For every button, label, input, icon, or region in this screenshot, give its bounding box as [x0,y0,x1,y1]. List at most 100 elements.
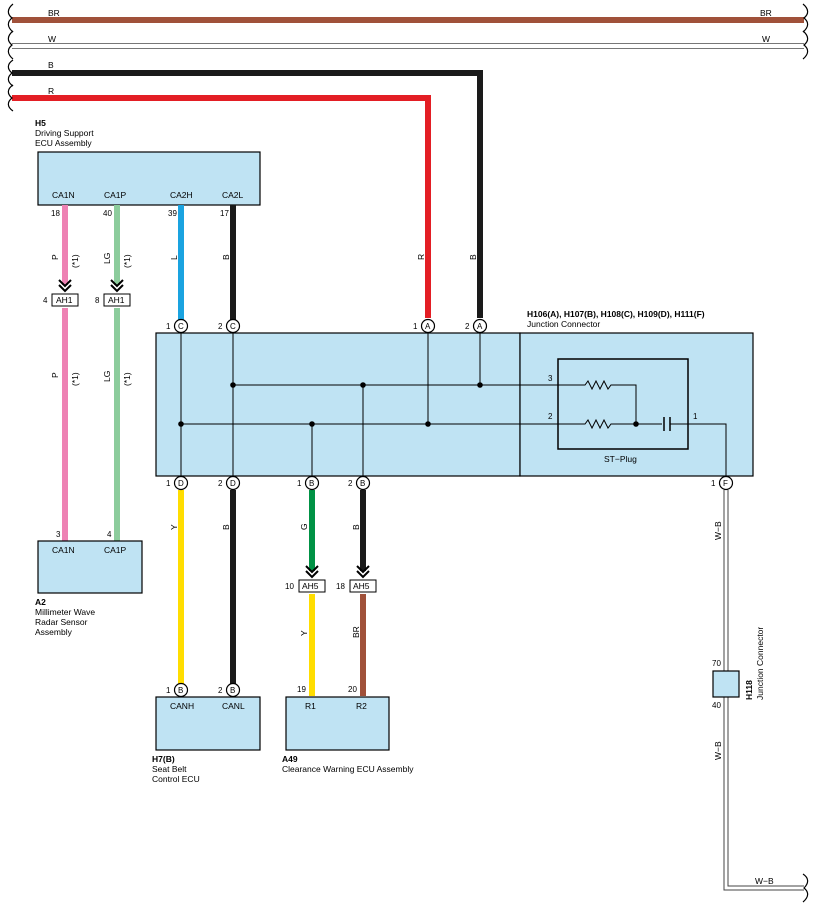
br-wire-color: BR [351,626,361,638]
h5-pinnum-18: 18 [51,209,60,218]
break-symbols-right [802,3,809,60]
ah1-right-box [103,293,131,307]
stplug-pin-3: 3 [548,374,553,383]
bottom-pin-num-d2: 2 [218,479,223,488]
top-bus-wires: BR BR W W B R [7,3,809,318]
h5-pin-ca2l: CA2L [222,190,244,200]
junction-connector: H106(A), H107(B), H108(C), H109(D), H111… [155,309,754,477]
b-main-wire [12,70,483,318]
a49-pinnum-19: 19 [297,685,306,694]
h5-to-junction-wires: L B R B [169,205,478,320]
h5-code: H5 [35,118,46,128]
a2-pinnum-4: 4 [107,530,112,539]
wb-wire-color-2: W−B [713,741,723,760]
chevron-down-icon [58,279,72,293]
a49-name: Clearance Warning ECU Assembly [282,764,414,774]
a49-box [285,696,390,751]
top-pin-num-c1: 1 [166,322,171,331]
ah5-left-num: 10 [285,582,294,591]
ah1-right-num: 8 [95,296,100,305]
a2-name-line2: Radar Sensor [35,617,88,627]
a2-component: 3 4 CA1N CA1P A2 Millimeter Wave Radar S… [35,530,143,637]
lg-wire-group: LG (*1) LG (*1) [102,205,132,541]
h118-bottom-num: 40 [712,701,721,710]
break-symbols-left [7,3,14,112]
lower-wires: Y B G B Y BR W−B W−B W−B [169,490,809,903]
bottom-pin-letter-b2: B [360,479,365,488]
p-wire-color-lower: P [50,372,60,378]
lg-wire-color-upper: LG [102,253,112,264]
h5-pinnum-17: 17 [220,209,229,218]
bottom-pin-letter-b1: B [309,479,314,488]
top-pin-num-a1: 1 [413,322,418,331]
a2-name-line3: Assembly [35,627,73,637]
b2-wire-color: B [351,524,361,530]
top-pin-num-c2: 2 [218,322,223,331]
top-pin-letter-a1: A [425,322,431,331]
h7-name-line2: Control ECU [152,774,200,784]
bottom-pin-num-b2: 2 [348,479,353,488]
ah5-right-num: 18 [336,582,345,591]
ah5-right-label: AH5 [353,581,370,591]
h5-pin-ca1n: CA1N [52,190,75,200]
bottom-pin-letter-d1: D [178,479,184,488]
h5-pinnum-40: 40 [103,209,112,218]
p-wire-group: P (*1) P (*1) [50,205,80,541]
junction-top-pins: C 1 C 2 A 1 A 2 [166,318,488,334]
w-bus-label-right: W [762,34,770,44]
br-bus-label-right: BR [760,8,772,18]
a49-pin-r2: R2 [356,701,367,711]
h5-pin-ca1p: CA1P [104,190,127,200]
h7-box [155,696,261,751]
ah5-connectors: AH5 10 AH5 18 [285,565,377,593]
a49-pin-r1: R1 [305,701,316,711]
p-wire-color-upper: P [50,254,60,260]
bottom-pin-num-d1: 1 [166,479,171,488]
h5-pinnum-39: 39 [168,209,177,218]
ah1-left-num: 4 [43,296,48,305]
top-pin-letter-c1: C [178,322,184,331]
wb-wire-color-3: W−B [755,876,774,886]
p-wire-note-upper: (*1) [70,254,80,268]
y2-wire-color: Y [299,630,309,636]
g-wire-color: G [299,523,309,530]
a49-code: A49 [282,754,298,764]
lg-wire-color-lower: LG [102,371,112,382]
bottom-pin-letter-f1: F [723,479,728,488]
lg-wire-note-lower: (*1) [122,372,132,386]
h5-component: H5 Driving Support ECU Assembly CA1N CA1… [35,118,261,218]
chevron-down-icon [356,565,370,579]
top-pin-letter-a2: A [477,322,483,331]
wb-wire [724,490,804,890]
ah1-right-label: AH1 [108,295,125,305]
junction-splice-dots [178,382,483,427]
wb-wire-color-1: W−B [713,521,723,540]
h5-box [37,151,261,206]
stplug-pin-2: 2 [548,412,553,421]
y-wire-color: Y [169,524,179,530]
h5-name-line2: ECU Assembly [35,138,92,148]
resistor-icon [558,379,662,430]
h7-pin-letter-2: B [230,686,235,695]
break-symbol-bottom [802,873,809,903]
top-pin-letter-c2: C [230,322,236,331]
capacitor-icon [663,417,688,431]
a2-name-line1: Millimeter Wave [35,607,95,617]
bottom-pin-letter-d2: D [230,479,236,488]
a2-pin-ca1n: CA1N [52,545,75,555]
r-main-wire [12,95,431,318]
ca2l-wire-color: B [221,254,231,260]
h7-pinnum-2: 2 [218,686,223,695]
br-bus-label-left: BR [48,8,60,18]
h118-top-num: 70 [712,659,721,668]
r-bus-label: R [48,86,54,96]
chevron-down-icon [305,565,319,579]
l-wire-color: L [169,255,179,260]
p-wire-note-lower: (*1) [70,372,80,386]
stplug-pin-1: 1 [693,412,698,421]
a49-pinnum-20: 20 [348,685,357,694]
a2-box [37,540,143,594]
h118-component: 70 40 H118 Junction Connector [712,627,765,710]
canl-wire-color: B [221,524,231,530]
